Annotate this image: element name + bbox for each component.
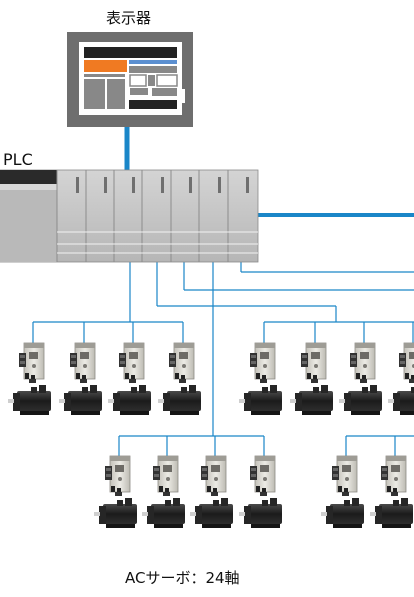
servo-amplifier-icon xyxy=(108,343,151,415)
touch-panel-display-icon xyxy=(67,32,193,127)
servo-group-4 xyxy=(321,456,413,528)
servo-group-2 xyxy=(239,343,414,415)
servo-amplifier-icon xyxy=(8,343,51,415)
servo-amplifier-icon xyxy=(321,456,364,528)
servo-amplifier-icon xyxy=(370,456,413,528)
servo-amplifier-icon xyxy=(388,343,414,415)
servo-amplifier-icon xyxy=(59,343,102,415)
servo-amplifier-icon xyxy=(94,456,137,528)
servo-amplifier-icon xyxy=(239,456,282,528)
servo-amplifier-icon xyxy=(290,343,333,415)
servo-group-3 xyxy=(94,456,282,528)
servo-group-1 xyxy=(8,343,201,415)
servo-amplifier-icon xyxy=(158,343,201,415)
servo-amplifier-icon xyxy=(239,343,282,415)
servo-amplifier-icon xyxy=(190,456,233,528)
plc-rack-icon xyxy=(0,170,258,262)
servo-amplifier-icon xyxy=(142,456,185,528)
servo-amplifier-icon xyxy=(339,343,382,415)
